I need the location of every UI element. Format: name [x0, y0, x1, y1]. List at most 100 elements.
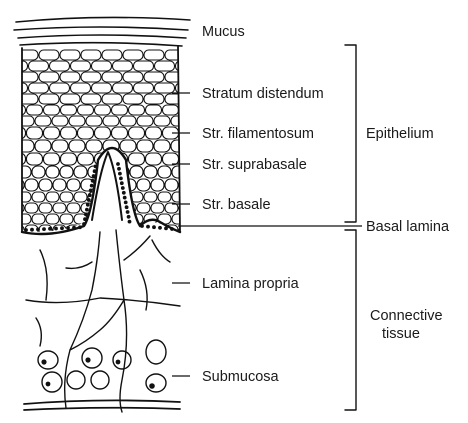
epithelial-cell — [69, 140, 85, 152]
epithelial-cell — [123, 72, 143, 82]
epithelial-cell — [165, 179, 178, 191]
epithelial-cell — [81, 50, 101, 60]
epithelial-cell — [61, 153, 77, 165]
basal-nucleus-dot — [54, 227, 58, 231]
epithelial-cell — [18, 50, 38, 60]
epithelial-cell — [146, 105, 162, 115]
basal-nucleus-dot — [60, 226, 64, 230]
epithelial-cell — [112, 127, 128, 139]
epithelial-cell — [92, 61, 112, 71]
epithelial-cell — [27, 105, 43, 115]
epithelial-cell — [95, 127, 111, 139]
epithelial-cell — [27, 127, 43, 139]
epithelial-cell — [78, 153, 94, 165]
epithelial-cell — [102, 72, 122, 82]
epithelial-cell — [44, 127, 60, 139]
epithelial-cell — [123, 225, 136, 235]
label-stratum-distendum: Stratum distendum — [202, 86, 324, 102]
epithelial-cell — [74, 192, 87, 202]
mucus-layer — [14, 17, 190, 46]
epithelial-cell — [129, 127, 145, 139]
epithelial-cell — [92, 83, 112, 93]
basal-nucleus-dot — [82, 222, 86, 226]
epithelial-cell — [52, 116, 68, 126]
epithelial-cell — [61, 105, 77, 115]
epithelial-cell — [32, 214, 45, 224]
epithelial-cell — [25, 179, 38, 191]
epithelial-cell — [29, 83, 49, 93]
epithelial-cell — [158, 192, 171, 202]
epithelial-cell — [39, 72, 59, 82]
epithelial-cell — [151, 203, 164, 213]
epithelial-cell — [130, 166, 143, 178]
epithelial-cell — [88, 214, 101, 224]
epithelial-cell — [74, 166, 87, 178]
basal-nucleus-dot — [123, 196, 127, 200]
basal-nucleus-dot — [164, 227, 168, 231]
label-basal-lamina: Basal lamina — [366, 219, 450, 235]
epithelial-cell — [172, 214, 185, 224]
basal-nucleus-dot — [118, 172, 122, 176]
epithelial-cell — [180, 153, 196, 165]
basal-nucleus-dot — [90, 184, 94, 188]
label-connective-tissue-line1: Connective — [370, 308, 443, 324]
epithelial-cell — [8, 61, 28, 71]
epithelial-cell — [137, 179, 150, 191]
epithelial-cell — [60, 94, 80, 104]
basal-nucleus-dot — [120, 181, 124, 185]
epithelial-cell — [44, 105, 60, 115]
epithelial-cell — [67, 203, 80, 213]
epithelial-cell — [18, 72, 38, 82]
basal-nucleus-dot — [86, 203, 90, 207]
epithelial-cell — [144, 72, 164, 82]
epithelial-cell — [27, 153, 43, 165]
basal-nucleus-dot — [36, 228, 40, 232]
epithelial-cell — [137, 203, 150, 213]
epithelial-cell — [165, 94, 185, 104]
epithelial-cell — [163, 153, 179, 165]
epithelial-cell — [69, 116, 85, 126]
basal-nucleus-dot — [78, 225, 82, 229]
epithelial-cell — [53, 203, 66, 213]
epithelial-cell — [180, 105, 196, 115]
epithelial-cell — [102, 50, 122, 60]
epithelial-cell — [86, 116, 102, 126]
epithelial-cell — [102, 94, 122, 104]
epithelial-cell — [120, 140, 136, 152]
basal-nucleus-dot — [127, 215, 131, 219]
basal-nucleus-dot — [48, 227, 52, 231]
bottom-boundary — [24, 400, 180, 410]
epithelial-cell — [146, 153, 162, 165]
epithelial-cell — [10, 105, 26, 115]
epithelial-cell — [123, 94, 143, 104]
basal-nucleus-dot — [158, 226, 162, 230]
epithelial-cell — [172, 192, 185, 202]
basal-nucleus-dot — [66, 226, 70, 230]
epithelial-cell — [39, 50, 59, 60]
epithelial-cell — [60, 166, 73, 178]
epithelial-cell — [102, 192, 115, 202]
epithelial-cell — [46, 166, 59, 178]
basal-nucleus-dot — [124, 201, 128, 205]
epithelial-cell — [179, 179, 192, 191]
epithelial-cell — [144, 192, 157, 202]
basal-nucleus-dot — [83, 217, 87, 221]
epithelial-cell — [50, 61, 70, 71]
epithelial-cell — [10, 153, 26, 165]
epithelial-cell — [46, 192, 59, 202]
epithelial-cell — [134, 83, 154, 93]
basal-nucleus-dot — [117, 167, 121, 171]
epithelial-cell — [137, 116, 153, 126]
epithelial-cell — [158, 166, 171, 178]
epithelial-cell — [129, 105, 145, 115]
epithelial-cell — [81, 72, 101, 82]
label-connective-tissue-line2: tissue — [382, 326, 420, 342]
epithelial-cell — [60, 192, 73, 202]
epithelial-cell — [60, 50, 80, 60]
epithelial-cell — [18, 192, 31, 202]
epithelial-cell — [155, 83, 175, 93]
basal-nucleus-dot — [84, 213, 88, 217]
epithelial-cell — [8, 83, 28, 93]
basal-nucleus-dot — [126, 210, 130, 214]
